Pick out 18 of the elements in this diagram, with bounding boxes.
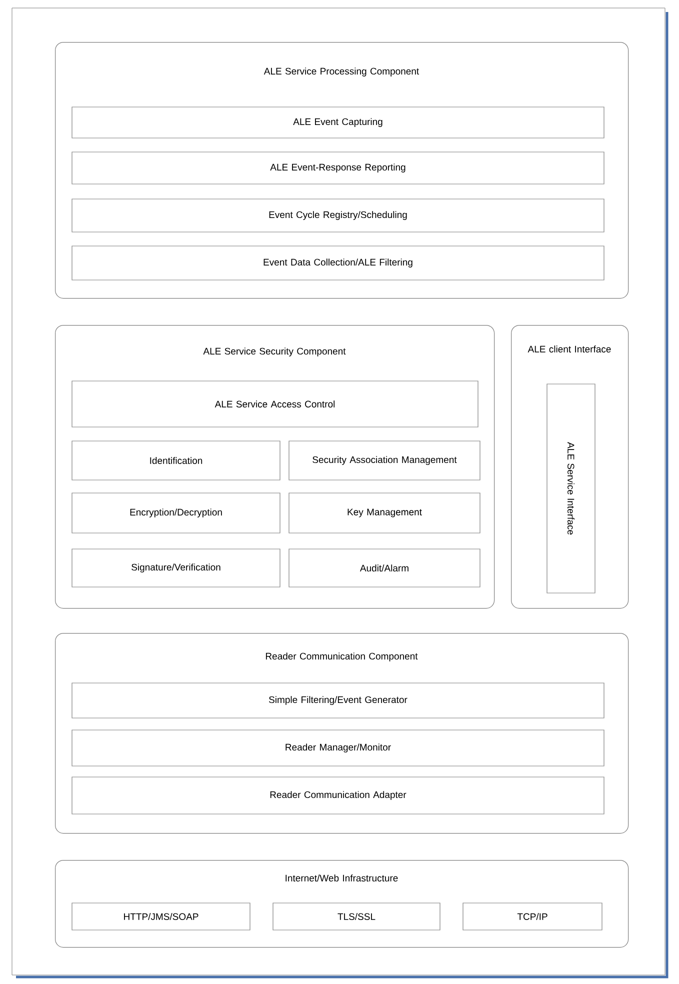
module-box: Key Management xyxy=(288,492,480,534)
module-box: Encryption/Decryption xyxy=(72,492,280,534)
module-box: Audit/Alarm xyxy=(288,548,480,588)
module-box: Signature/Verification xyxy=(72,548,280,588)
module-box: Event Cycle Registry/Scheduling xyxy=(72,198,604,232)
module-box: Identification xyxy=(72,440,280,480)
module-box: Security Association Management xyxy=(288,440,480,480)
module-box: ALE Event Capturing xyxy=(72,106,604,138)
module-box: HTTP/JMS/SOAP xyxy=(72,902,250,930)
module-box: ALE Service Access Control xyxy=(72,380,478,428)
module-box: Reader Manager/Monitor xyxy=(72,730,604,766)
module-box: ALE Service Interface xyxy=(546,384,596,594)
module-box: Event Data Collection/ALE Filtering xyxy=(72,246,604,280)
module-box: Reader Communication Adapter xyxy=(72,776,604,814)
module-box: TLS/SSL xyxy=(272,902,440,930)
module-box: ALE Event-Response Reporting xyxy=(72,152,604,184)
module-box: TCP/IP xyxy=(462,902,602,930)
module-box: Simple Filtering/Event Generator xyxy=(72,682,604,718)
